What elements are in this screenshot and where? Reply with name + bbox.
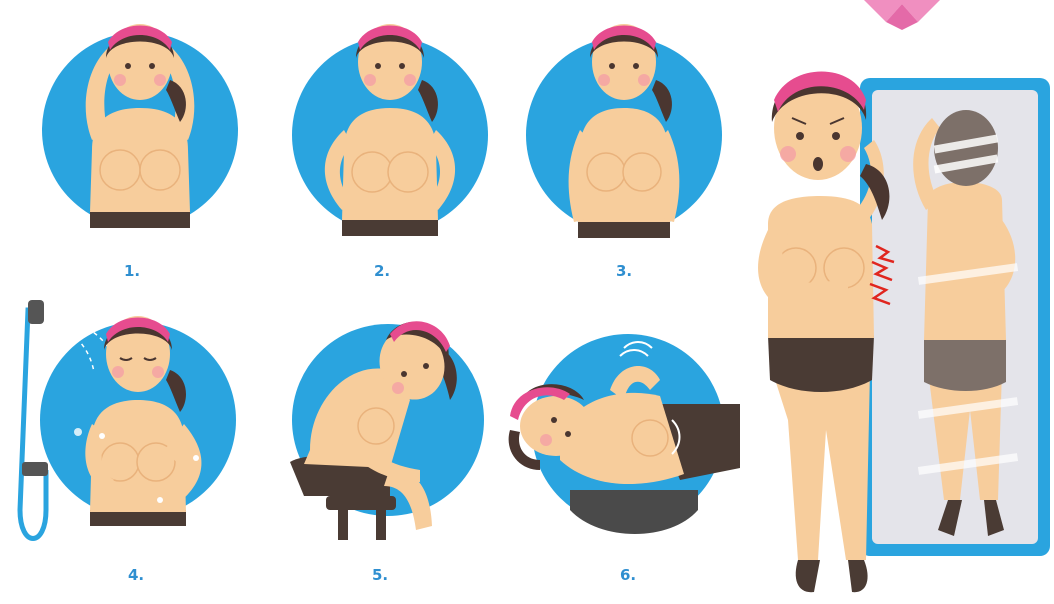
shoe-left	[796, 560, 820, 592]
step-4-illustration	[10, 290, 250, 550]
eye-left	[551, 417, 557, 423]
stool-leg	[338, 510, 348, 540]
briefs	[768, 332, 874, 393]
step-2-illustration	[282, 0, 492, 250]
legs	[772, 370, 870, 560]
cheek-left	[780, 146, 796, 162]
cheek-right	[404, 74, 416, 86]
cheek-right	[840, 146, 856, 162]
briefs	[90, 510, 186, 526]
breast-left	[587, 153, 625, 191]
soap-bubble	[157, 497, 163, 503]
cheek-left	[598, 74, 610, 86]
step-5-illustration	[280, 290, 500, 550]
face	[520, 396, 592, 456]
stool-leg	[376, 510, 386, 540]
breast	[358, 408, 394, 444]
cheek-right	[154, 74, 166, 86]
shower-head-icon	[28, 300, 44, 324]
step-number: 4.	[128, 566, 144, 584]
breast	[632, 420, 668, 456]
eye-right	[832, 132, 840, 140]
step-number: 6.	[620, 566, 636, 584]
step-1: 1.	[30, 0, 240, 250]
bed-base	[570, 490, 698, 534]
soap-bubble	[74, 428, 82, 436]
soap-bubble	[99, 433, 105, 439]
eye-left	[125, 63, 131, 69]
briefs	[90, 210, 190, 228]
soap-bubble	[193, 455, 199, 461]
breast-right	[623, 153, 661, 191]
breast-right	[388, 152, 428, 192]
step-1-illustration	[30, 0, 240, 250]
shower-mount	[22, 462, 48, 476]
briefs	[342, 218, 438, 236]
step-5: 5.	[280, 290, 500, 600]
step-3: 3.	[522, 0, 732, 250]
step-number: 3.	[616, 262, 632, 280]
stool-seat	[326, 496, 396, 510]
breast-left	[352, 152, 392, 192]
shoe-right	[848, 560, 868, 592]
reflection-back	[924, 182, 1006, 340]
step-number: 1.	[124, 262, 140, 280]
mouth-open	[813, 157, 823, 171]
eye-right	[149, 63, 155, 69]
step-number: 5.	[372, 566, 388, 584]
eye-right	[633, 63, 639, 69]
step-6: 6.	[500, 320, 750, 600]
cheek	[392, 382, 404, 394]
step-4: 4.	[10, 290, 250, 600]
mirror-scene	[748, 0, 1054, 600]
cheek-left	[114, 74, 126, 86]
cheek	[540, 434, 552, 446]
eye-left	[609, 63, 615, 69]
eye-right	[423, 363, 429, 369]
eye-right	[565, 431, 571, 437]
step-6-illustration	[500, 320, 750, 540]
cheek-right	[638, 74, 650, 86]
cheek-left	[364, 74, 376, 86]
cheek-right	[152, 366, 164, 378]
eye-left	[401, 371, 407, 377]
eye-right	[399, 63, 405, 69]
eye-left	[796, 132, 804, 140]
reflection-briefs	[924, 333, 1006, 392]
breast-right	[140, 150, 180, 190]
step-number: 2.	[374, 262, 390, 280]
step-3-illustration	[522, 0, 732, 250]
step-2: 2.	[282, 0, 492, 250]
briefs	[578, 220, 670, 238]
eye-left	[375, 63, 381, 69]
cheek-left	[112, 366, 124, 378]
breast-left	[100, 150, 140, 190]
mirror-scene-illustration	[748, 0, 1054, 600]
